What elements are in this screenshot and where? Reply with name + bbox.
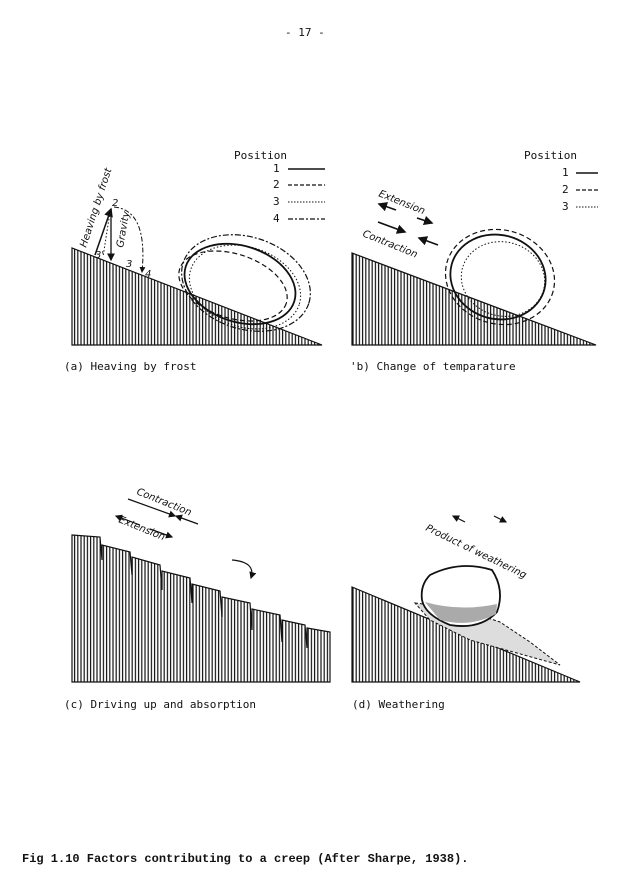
panel-d: Product of weathering (d) Weathering (351, 515, 581, 711)
slope-b (351, 252, 597, 346)
caption-c: (c) Driving up and absorption (64, 698, 256, 711)
caption-d: (d) Weathering (352, 698, 445, 711)
legend-label: 2 (273, 178, 280, 191)
point-label: 4 (145, 269, 151, 280)
legend-title: Position (234, 149, 287, 162)
legend-label: 1 (273, 162, 280, 175)
point-label: 2 (112, 198, 118, 209)
slope-a (71, 247, 323, 346)
legend-title: Position (524, 149, 577, 162)
legend-label: 3 (273, 195, 280, 208)
legend-label: 2 (562, 183, 569, 196)
panel-c: Contraction Extension (c) Driving up and… (64, 487, 331, 711)
point-label: 3' (95, 250, 104, 261)
weathered-zone (425, 602, 497, 623)
label-gravity: Gravity (115, 210, 132, 249)
page-number: - 17 - (285, 26, 325, 39)
label-contraction-c: Contraction (135, 487, 193, 519)
caption-a: (a) Heaving by frost (64, 360, 196, 373)
slope-c (71, 534, 331, 683)
label-heaving-by-frost: Heaving by frost (78, 166, 114, 249)
point-label: 3 (126, 259, 132, 270)
panel-a: Heaving by frost Gravity 2 3 3' 4 Positi… (64, 149, 325, 373)
caption-b: 'b) Change of temparature (350, 360, 516, 373)
legend-label: 4 (273, 212, 280, 225)
panel-b: Extension Contraction Position 1 2 3 'b)… (350, 149, 598, 373)
label-extension: Extension (377, 189, 427, 218)
boulder-a (178, 234, 311, 332)
legend-a: 1 2 3 4 (273, 162, 325, 225)
label-contraction: Contraction (361, 229, 419, 261)
legend-label: 3 (562, 200, 569, 213)
legend-b: 1 2 3 (562, 166, 598, 213)
legend-label: 1 (562, 166, 569, 179)
boulder-b (444, 228, 556, 326)
figure-caption: Fig 1.10 Factors contributing to a creep… (22, 852, 468, 866)
